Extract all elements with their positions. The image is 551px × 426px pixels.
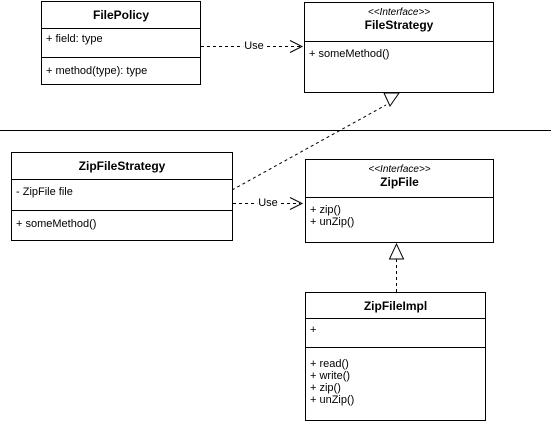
method-item: + unZip() [310, 216, 355, 228]
method-item: + method(type): type [46, 65, 148, 77]
zipfileimpl-realizes-zipfile-arrow [388, 242, 405, 292]
class-header: FilePolicy [42, 2, 200, 29]
stereotype-label: <<Interface>> [368, 164, 431, 175]
zipstrategy-uses-zipfile-arrow [233, 197, 304, 210]
zipstrategy-realizes-filestrategy-arrow [231, 92, 400, 191]
method-item: + write() [310, 370, 351, 382]
methods-section: + read() + write() + zip() + unZip() [306, 347, 485, 406]
class-name: ZipFile [380, 175, 419, 189]
class-name: FileStrategy [364, 18, 434, 32]
use-label-top: Use [243, 40, 265, 52]
methods-section: + someMethod() [12, 210, 232, 230]
attributes-section: + [306, 319, 485, 347]
methods-section: + someMethod() [305, 42, 493, 60]
class-zip-file-strategy[interactable]: ZipFileStrategy - ZipFile file + someMet… [11, 152, 233, 241]
method-item: + someMethod() [309, 48, 390, 60]
class-zip-file-impl[interactable]: ZipFileImpl + + read() + write() + zip()… [305, 292, 486, 421]
attributes-section: - ZipFile file [12, 180, 232, 210]
class-name: FilePolicy [92, 8, 150, 22]
use-label-bottom: Use [257, 197, 279, 209]
class-header: ZipFileStrategy [12, 153, 232, 180]
class-name: ZipFileImpl [363, 299, 428, 313]
method-item: + someMethod() [16, 218, 97, 230]
class-zip-file[interactable]: <<Interface>> ZipFile + zip() + unZip() [305, 159, 494, 243]
class-header: <<Interface>> FileStrategy [305, 3, 493, 42]
class-header: <<Interface>> ZipFile [306, 160, 493, 198]
class-name: ZipFileStrategy [78, 159, 166, 173]
attribute-item: + field: type [46, 33, 103, 45]
method-item: + read() [310, 358, 349, 370]
methods-section: + method(type): type [42, 57, 200, 84]
method-item: + zip() [310, 382, 341, 394]
stereotype-label: <<Interface>> [367, 7, 431, 18]
method-item: + unZip() [310, 394, 355, 406]
method-item: + zip() [310, 204, 341, 216]
class-header: ZipFileImpl [306, 293, 485, 319]
attribute-item: - ZipFile file [16, 186, 73, 198]
class-file-policy[interactable]: FilePolicy + field: type + method(type):… [41, 1, 201, 85]
methods-section: + zip() + unZip() [306, 198, 493, 228]
attributes-section: + field: type [42, 29, 200, 57]
class-file-strategy[interactable]: <<Interface>> FileStrategy + someMethod(… [304, 2, 494, 93]
attribute-item: + [310, 324, 317, 336]
